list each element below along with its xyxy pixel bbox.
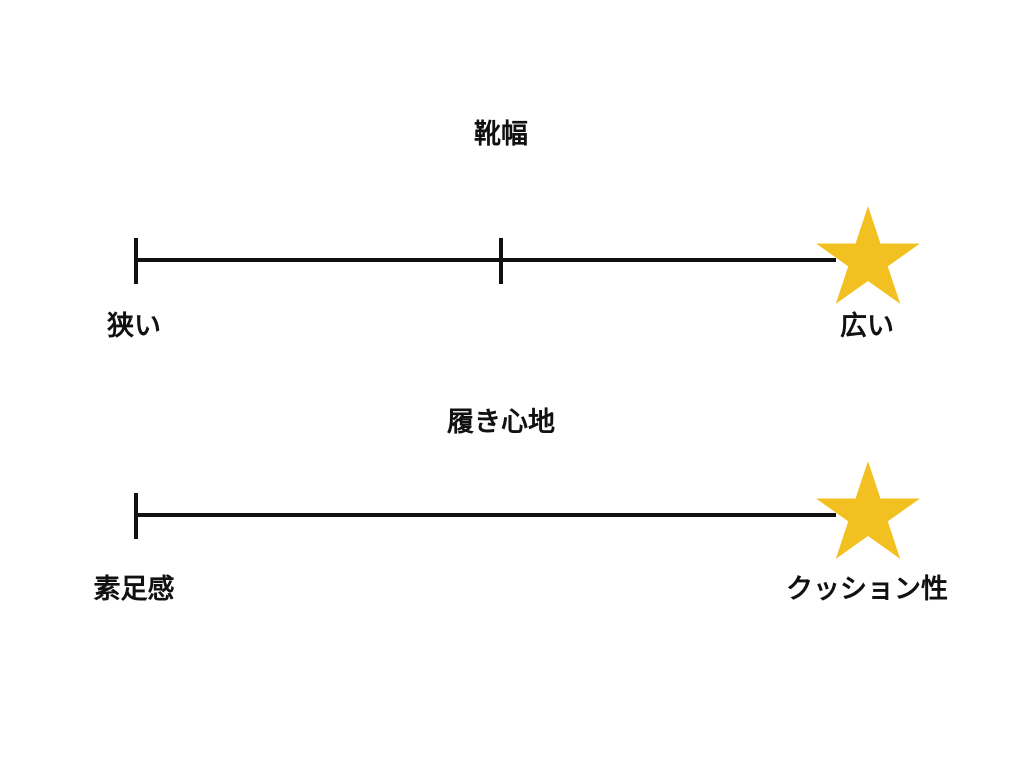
star-icon xyxy=(816,206,920,304)
star-icon xyxy=(816,461,920,559)
scale-title: 履き心地 xyxy=(447,407,555,438)
scale-left-label: 素足感 xyxy=(93,574,175,605)
scale-left-label: 狭い xyxy=(107,311,161,342)
scale-tick-middle xyxy=(499,238,503,284)
scale-title: 靴幅 xyxy=(474,119,528,150)
scale-right-label: 広い xyxy=(840,311,894,342)
scale-right-label: クッション性 xyxy=(786,574,948,605)
scale-tick-left xyxy=(134,238,138,284)
scale-line xyxy=(134,258,836,262)
scale-line xyxy=(134,513,836,517)
scale-tick-left xyxy=(134,493,138,539)
